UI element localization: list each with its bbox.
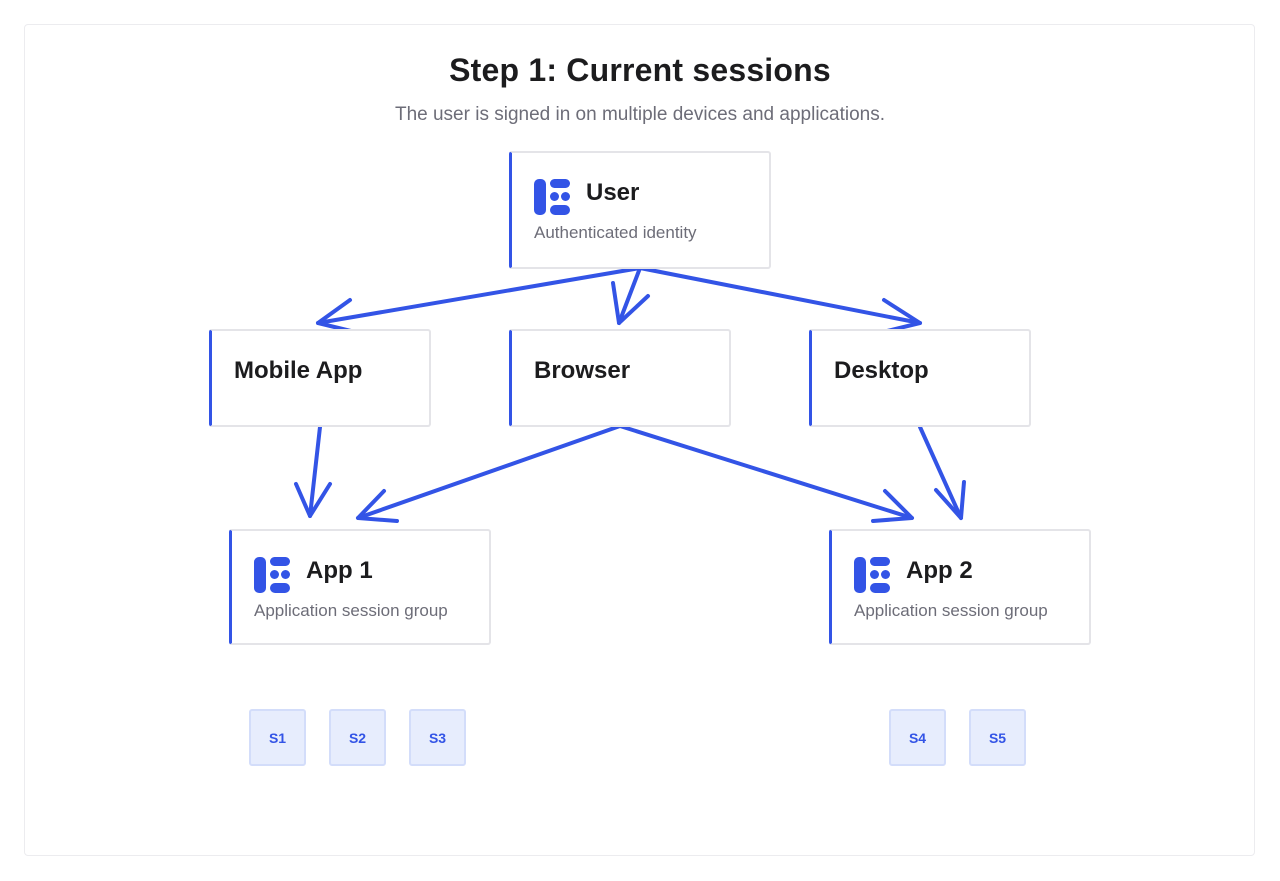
node-desktop: Desktop <box>809 329 1031 427</box>
edge-browser-app2 <box>618 424 914 520</box>
node-desktop-label: Desktop <box>834 357 929 384</box>
node-app-2: App 2 Application session group <box>829 529 1091 645</box>
session-chip-s5: S5 <box>969 709 1026 766</box>
edge-user-browser <box>617 266 642 325</box>
diagram-title: Step 1: Current sessions <box>449 52 831 88</box>
node-app-2-label: App 2 <box>906 557 973 584</box>
node-user-label: User <box>586 179 640 206</box>
diagram-subtitle: The user is signed in on multiple device… <box>394 104 886 125</box>
node-user: User Authenticated identity <box>509 151 771 269</box>
session-chip-s4: S4 <box>889 709 946 766</box>
node-mobile-app-label: Mobile App <box>234 357 363 384</box>
node-app-2-sublabel: Application session group <box>854 601 1048 620</box>
arrowhead-desktop-app2 <box>934 480 966 520</box>
org-chart-icon <box>534 179 570 215</box>
edge-browser-app1 <box>356 424 622 520</box>
edge-mobile-app1 <box>308 425 322 518</box>
node-browser: Browser <box>509 329 731 427</box>
node-browser-label: Browser <box>534 357 631 384</box>
edge-user-desktop <box>638 266 922 325</box>
node-user-sublabel: Authenticated identity <box>534 223 697 242</box>
node-mobile-app: Mobile App <box>209 329 431 427</box>
session-chip-s2: S2 <box>329 709 386 766</box>
arrowhead-browser-app1 <box>356 489 399 523</box>
edge-user-mobile <box>316 266 642 325</box>
arrowhead-user-browser <box>611 281 650 325</box>
arrowhead-browser-app2 <box>871 489 914 523</box>
node-app-1-sublabel: Application session group <box>254 601 448 620</box>
node-app-1-label: App 1 <box>306 557 373 584</box>
org-chart-icon <box>254 557 290 593</box>
org-chart-icon <box>854 557 890 593</box>
arrowhead-mobile-app1 <box>294 482 332 518</box>
edge-desktop-app2 <box>918 425 963 520</box>
session-chip-s1: S1 <box>249 709 306 766</box>
node-app-1: App 1 Application session group <box>229 529 491 645</box>
session-chip-s3: S3 <box>409 709 466 766</box>
